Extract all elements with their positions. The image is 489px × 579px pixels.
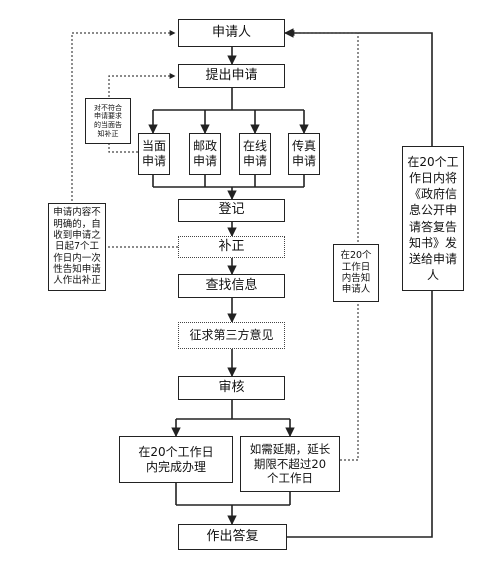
note-unclear-content: 申请内容不明确的，自收到申请之日起7个工作日内一次性告知申请人作出补正 [48, 203, 106, 291]
node-done-20: 在20个工作日内完成办理 [119, 436, 233, 483]
node-applicant: 申请人 [178, 19, 285, 47]
dotted-extension-to-applicant [288, 30, 359, 461]
node-reply: 作出答复 [178, 524, 287, 550]
node-online: 在线申请 [239, 133, 271, 175]
dotted-in-person-feedback [108, 73, 176, 153]
node-supplement: 补正 [178, 236, 285, 258]
node-review: 审核 [178, 376, 285, 400]
node-register: 登记 [178, 199, 285, 222]
note-notify-20: 在20个工作日内告知申请人 [333, 244, 379, 302]
node-search-info: 查找信息 [178, 274, 285, 298]
note-not-compliant: 对不符合申请要求的当面告知补正 [85, 98, 131, 144]
node-by-mail: 邮政申请 [189, 133, 221, 175]
note-deliver-20: 在20个工作日内将《政府信息公开申请答复告知书》发送给申请人 [402, 146, 464, 291]
node-third-party: 征求第三方意见 [178, 322, 285, 349]
node-submit: 提出申请 [178, 64, 285, 88]
node-in-person: 当面申请 [138, 133, 170, 175]
dotted-supplement-to-applicant [71, 30, 178, 248]
node-by-fax: 传真申请 [288, 133, 320, 175]
